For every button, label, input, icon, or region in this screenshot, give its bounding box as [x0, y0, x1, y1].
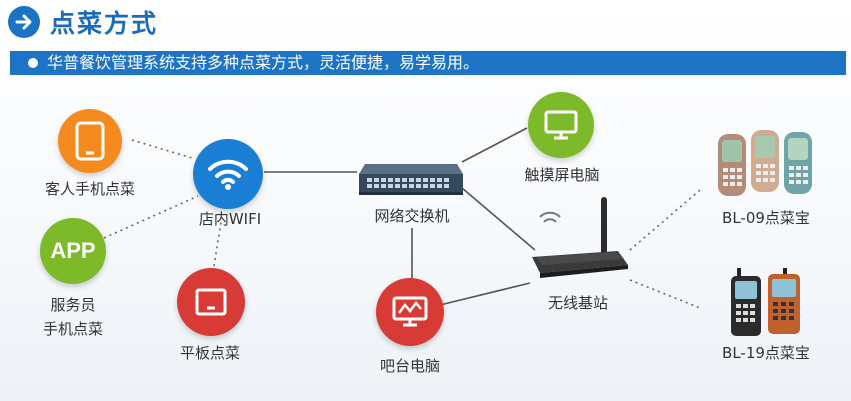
subtitle-banner: 华普餐饮管理系统支持多种点菜方式，灵活便捷，易学易用。: [10, 51, 846, 75]
smartphone-icon: [58, 109, 122, 173]
wifi-icon: [193, 139, 263, 209]
page-title: 点菜方式: [50, 9, 159, 38]
link-base-bl19: [629, 279, 701, 309]
customer-phone-label: 客人手机点菜: [44, 180, 135, 198]
link-switch-base: [461, 187, 536, 251]
app-icon: APP: [40, 218, 106, 284]
wireless-router-icon: [532, 197, 628, 278]
bl09-label: BL-09点菜宝: [722, 209, 810, 227]
link-app-wifi: [103, 195, 199, 239]
app-icon-text: APP: [50, 238, 96, 263]
waiter-app-label-line1: 服务员: [50, 296, 96, 314]
monitor-chart-icon: [376, 278, 444, 346]
base-station-label: 无线基站: [547, 294, 608, 312]
tablet-label: 平板点菜: [179, 344, 240, 362]
bar-pc-label: 吧台电脑: [379, 357, 440, 375]
network-switch-icon: [359, 164, 463, 195]
bl19-label: BL-19点菜宝: [722, 344, 810, 362]
handheld-device-icon: [731, 268, 800, 336]
link-phone-wifi: [131, 139, 193, 159]
section-title: 点菜方式: [8, 5, 158, 39]
handheld-device-icon: [718, 130, 812, 196]
network-switch-label: 网络交换机: [374, 207, 450, 225]
subtitle-text: 华普餐饮管理系统支持多种点菜方式，灵活便捷，易学易用。: [47, 53, 480, 72]
link-switch-touchpc: [461, 127, 528, 163]
touch-pc-label: 触摸屏电脑: [524, 166, 600, 184]
arrow-right-circle-icon: [8, 6, 40, 38]
tablet-icon: [177, 268, 245, 336]
monitor-icon: [528, 92, 594, 158]
store-wifi-label: 店内WIFI: [198, 210, 262, 228]
link-base-bl09: [629, 189, 701, 251]
link-barpc-base: [439, 282, 531, 306]
bullet-icon: [28, 58, 38, 68]
waiter-app-label-line2: 手机点菜: [42, 320, 103, 338]
